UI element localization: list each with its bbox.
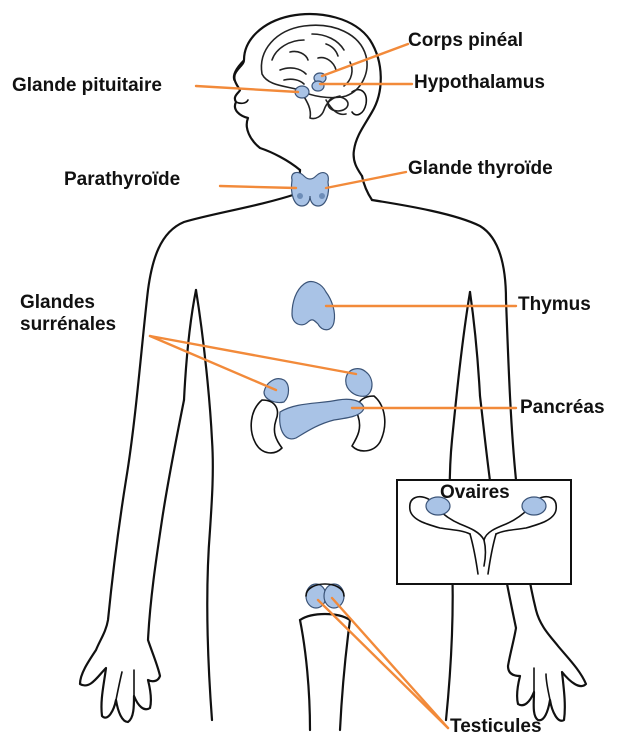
label-glandes-surrenales-line1: Glandes [20,292,116,314]
ear-outline [352,90,366,115]
right-arm-outline [372,200,586,721]
pancreas-gland [280,399,364,439]
torso-left [196,290,213,720]
hypothalamus-gland [312,81,324,91]
right-inner-arm [470,292,480,396]
leader-glandes-surrenales-1 [150,336,276,390]
label-glandes-surrenales: Glandes surrénales [20,292,116,336]
label-testicules: Testicules [450,716,542,738]
label-hypothalamus: Hypothalamus [414,72,545,94]
label-parathyroide: Parathyroïde [64,169,180,191]
label-corps-pineal: Corps pinéal [408,30,523,52]
leader-corps-pineal [322,44,408,76]
right-hand-detail [534,668,550,700]
leader-parathyroide [220,186,296,188]
left-arm-outline [80,194,296,722]
leg-left-inner [300,620,310,730]
label-glande-pituitaire: Glande pituitaire [12,75,162,97]
crotch [300,614,350,620]
label-ovaires: Ovaires [440,482,510,504]
brain [261,25,367,118]
leader-glande-thyroide [326,172,406,188]
leader-testicules-1 [318,600,448,728]
label-pancreas: Pancréas [520,397,605,419]
leader-glandes-surrenales-2 [150,336,356,374]
leader-lines [150,44,516,728]
thyroid-gland [291,173,328,206]
leg-right-inner [340,620,350,730]
leader-testicules-2 [332,598,448,728]
label-thymus: Thymus [518,294,591,316]
left-hand-detail [116,670,134,700]
label-glande-thyroide: Glande thyroïde [408,158,553,180]
label-glandes-surrenales-line2: surrénales [20,314,116,336]
